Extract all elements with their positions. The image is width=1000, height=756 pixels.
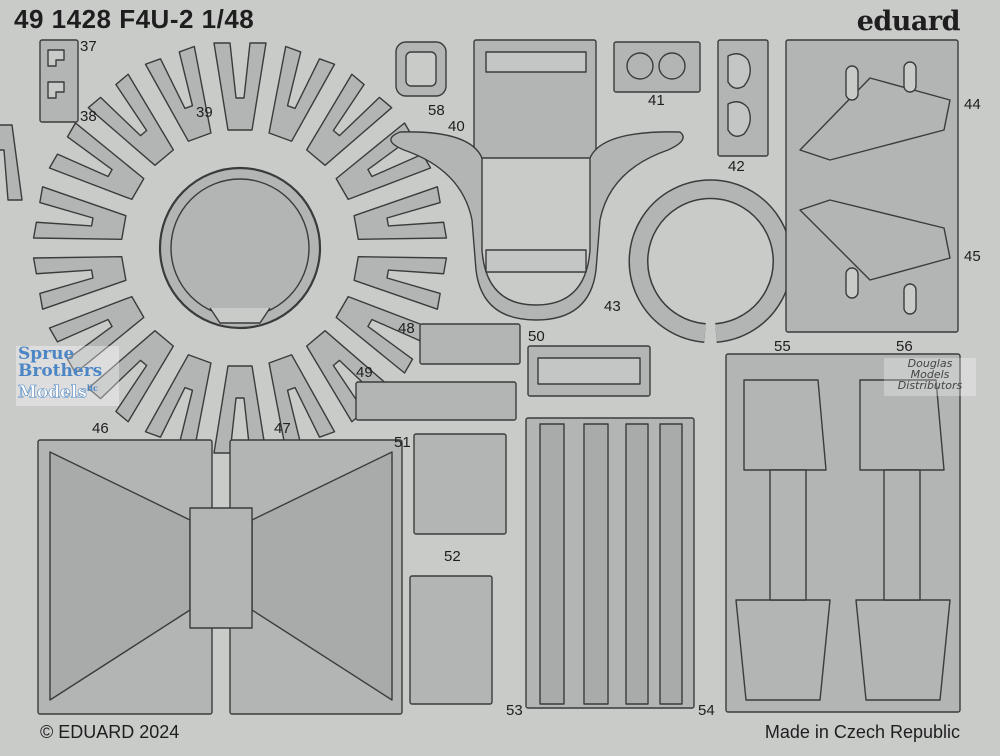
part-39-ignition-harness [0, 42, 448, 454]
models-word-dmd: Models [910, 368, 950, 381]
part-label-44: 44 [964, 96, 981, 113]
sheet-title: 49 1428 F4U-2 1/48 [14, 4, 255, 34]
part-label-46: 46 [92, 420, 109, 437]
sprue-word: Sprue [18, 344, 75, 364]
part-53-54 [525, 417, 695, 709]
part-46-47 [37, 439, 403, 715]
origin-text: Made in Czech Republic [764, 722, 960, 742]
brand-logo: eduard [856, 6, 961, 37]
part-label-38: 38 [80, 108, 97, 125]
part-55-56 [725, 353, 961, 713]
part-43-ring [628, 179, 793, 343]
part-label-50: 50 [528, 328, 545, 345]
part-58 [395, 41, 447, 97]
part-label-41: 41 [648, 92, 665, 109]
part-40-cowl-flap-panel [390, 39, 684, 321]
part-52 [409, 575, 493, 705]
part-label-49: 49 [356, 364, 373, 381]
part-label-37: 37 [80, 38, 97, 55]
part-48 [419, 323, 521, 365]
part-label-47: 47 [274, 420, 291, 437]
part-label-54: 54 [698, 702, 715, 719]
part-label-56: 56 [896, 338, 913, 355]
part-label-42: 42 [728, 158, 745, 175]
part-label-53: 53 [506, 702, 523, 719]
part-label-43: 43 [604, 298, 621, 315]
part-41 [613, 41, 701, 93]
part-49 [355, 381, 517, 421]
douglas-word: Douglas [907, 357, 953, 370]
part-label-58: 58 [428, 102, 445, 119]
models-word: Modelsllc [18, 382, 98, 403]
part-42 [717, 39, 769, 157]
distributors-word: Distributors [897, 379, 963, 392]
douglas-models-watermark: Douglas Models Distributors [884, 358, 976, 396]
part-44-45 [785, 39, 959, 333]
part-51 [413, 433, 507, 535]
sprue-brothers-watermark: Sprue Brothers Modelsllc [16, 346, 119, 406]
part-label-45: 45 [964, 248, 981, 265]
part-label-40: 40 [448, 118, 465, 135]
part-37-38 [39, 39, 79, 123]
part-label-48: 48 [398, 320, 415, 337]
part-label-39: 39 [196, 104, 213, 121]
copyright-text: © EDUARD 2024 [40, 722, 180, 742]
part-label-52: 52 [444, 548, 461, 565]
part-label-51: 51 [394, 434, 411, 451]
part-label-55: 55 [774, 338, 791, 355]
part-50 [527, 345, 651, 397]
brothers-word: Brothers [18, 361, 103, 381]
